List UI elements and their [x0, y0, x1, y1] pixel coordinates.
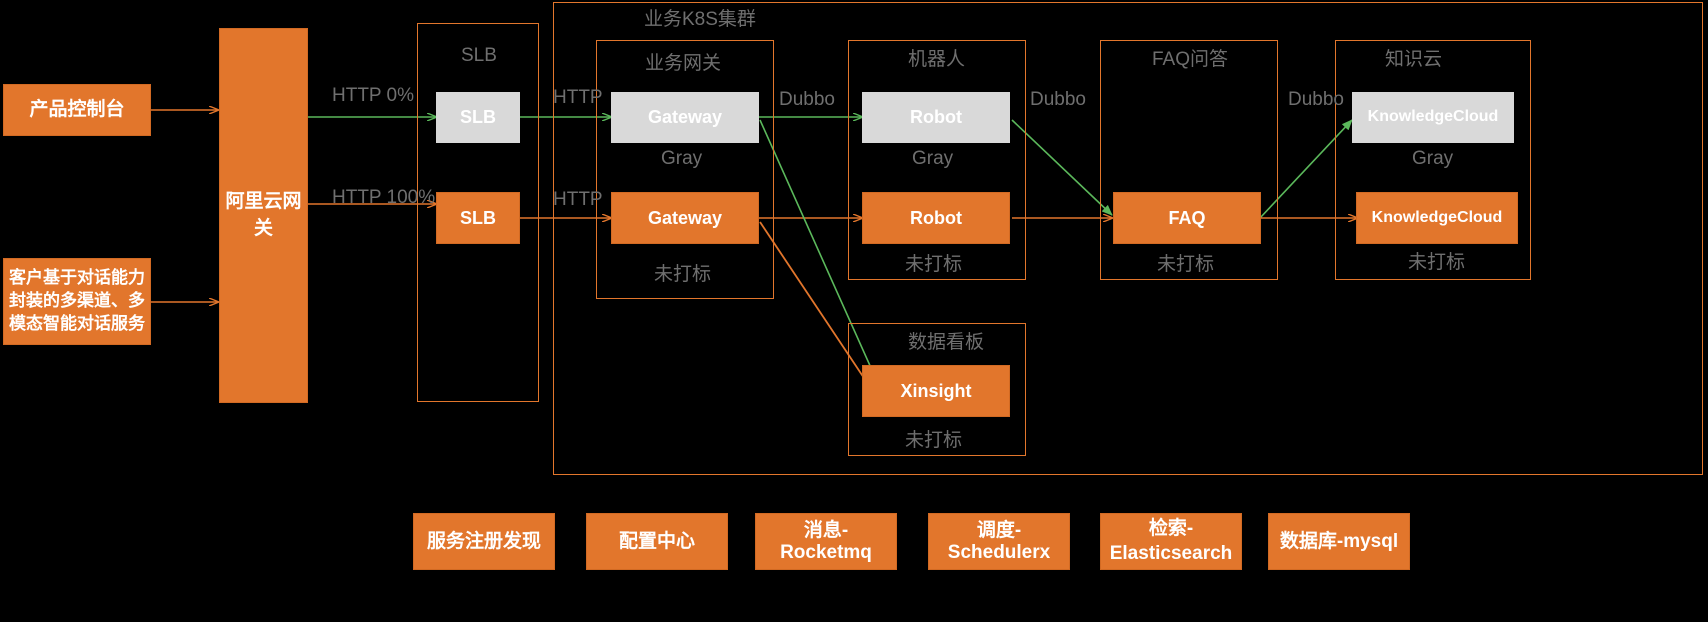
node-robot-untagged[interactable]: Robot [862, 192, 1010, 244]
caption-faq-untagged: 未打标 [1157, 254, 1215, 275]
edge-label-dubbo-2: Dubbo [1030, 89, 1086, 110]
node-product-console[interactable]: 产品控制台 [3, 84, 151, 136]
infra-box-service-registry[interactable]: 服务注册发现 [413, 513, 555, 570]
infra-box-database-mysql[interactable]: 数据库-mysql [1268, 513, 1410, 570]
group-dashboard-title: 数据看板 [908, 332, 985, 353]
edge-label-dubbo-1: Dubbo [779, 89, 835, 110]
node-robot-gray[interactable]: Robot [862, 92, 1010, 143]
node-xinsight-untagged[interactable]: Xinsight [862, 365, 1010, 417]
group-robot-title: 机器人 [908, 49, 966, 70]
group-slb-title: SLB [461, 45, 497, 66]
node-aliyun-cloud-gateway[interactable]: 阿里云网 关 [219, 28, 308, 403]
caption-gateway-untagged: 未打标 [654, 264, 712, 285]
caption-robot-gray: Gray [912, 148, 954, 169]
node-slb-untagged[interactable]: SLB [436, 192, 520, 244]
node-gateway-untagged[interactable]: Gateway [611, 192, 759, 244]
node-knowledgecloud-gray[interactable]: KnowledgeCloud [1352, 92, 1514, 143]
caption-robot-untagged: 未打标 [905, 254, 963, 275]
group-robot [848, 40, 1026, 280]
infra-box-scheduler-schedulerx[interactable]: 调度-Schedulerx [928, 513, 1070, 570]
edge-label-http-0: HTTP 0% [332, 85, 415, 106]
caption-xinsight-untagged: 未打标 [905, 430, 963, 451]
group-faq-title: FAQ问答 [1152, 49, 1229, 70]
group-dashboard [848, 323, 1026, 456]
node-faq-untagged[interactable]: FAQ [1113, 192, 1261, 244]
edge-label-http-b: HTTP [553, 189, 603, 210]
caption-knowledgecloud-untagged: 未打标 [1408, 252, 1466, 273]
infra-box-config-center[interactable]: 配置中心 [586, 513, 728, 570]
edge-label-http-100: HTTP 100% [332, 187, 436, 208]
caption-gateway-gray: Gray [661, 148, 703, 169]
group-k8s-cluster-title: 业务K8S集群 [644, 9, 756, 30]
group-knowledge-cloud [1335, 40, 1531, 280]
edge-label-http-a: HTTP [553, 87, 603, 108]
edge-label-dubbo-3: Dubbo [1288, 89, 1344, 110]
group-k8s-cluster [553, 2, 1703, 475]
node-multichannel-service[interactable]: 客户基于对话能力 封装的多渠道、多 模态智能对话服务 [3, 258, 151, 345]
infra-box-search-elasticsearch[interactable]: 检索- Elasticsearch [1100, 513, 1242, 570]
group-knowledge-cloud-title: 知识云 [1385, 49, 1443, 70]
group-business-gateway-title: 业务网关 [645, 53, 722, 74]
group-business-gateway [596, 40, 774, 299]
node-slb-gray[interactable]: SLB [436, 92, 520, 143]
node-knowledgecloud-untagged[interactable]: KnowledgeCloud [1356, 192, 1518, 244]
infra-box-message-rocketmq[interactable]: 消息-Rocketmq [755, 513, 897, 570]
node-gateway-gray[interactable]: Gateway [611, 92, 759, 143]
group-slb [417, 23, 539, 402]
group-faq [1100, 40, 1278, 280]
caption-knowledgecloud-gray: Gray [1412, 148, 1454, 169]
